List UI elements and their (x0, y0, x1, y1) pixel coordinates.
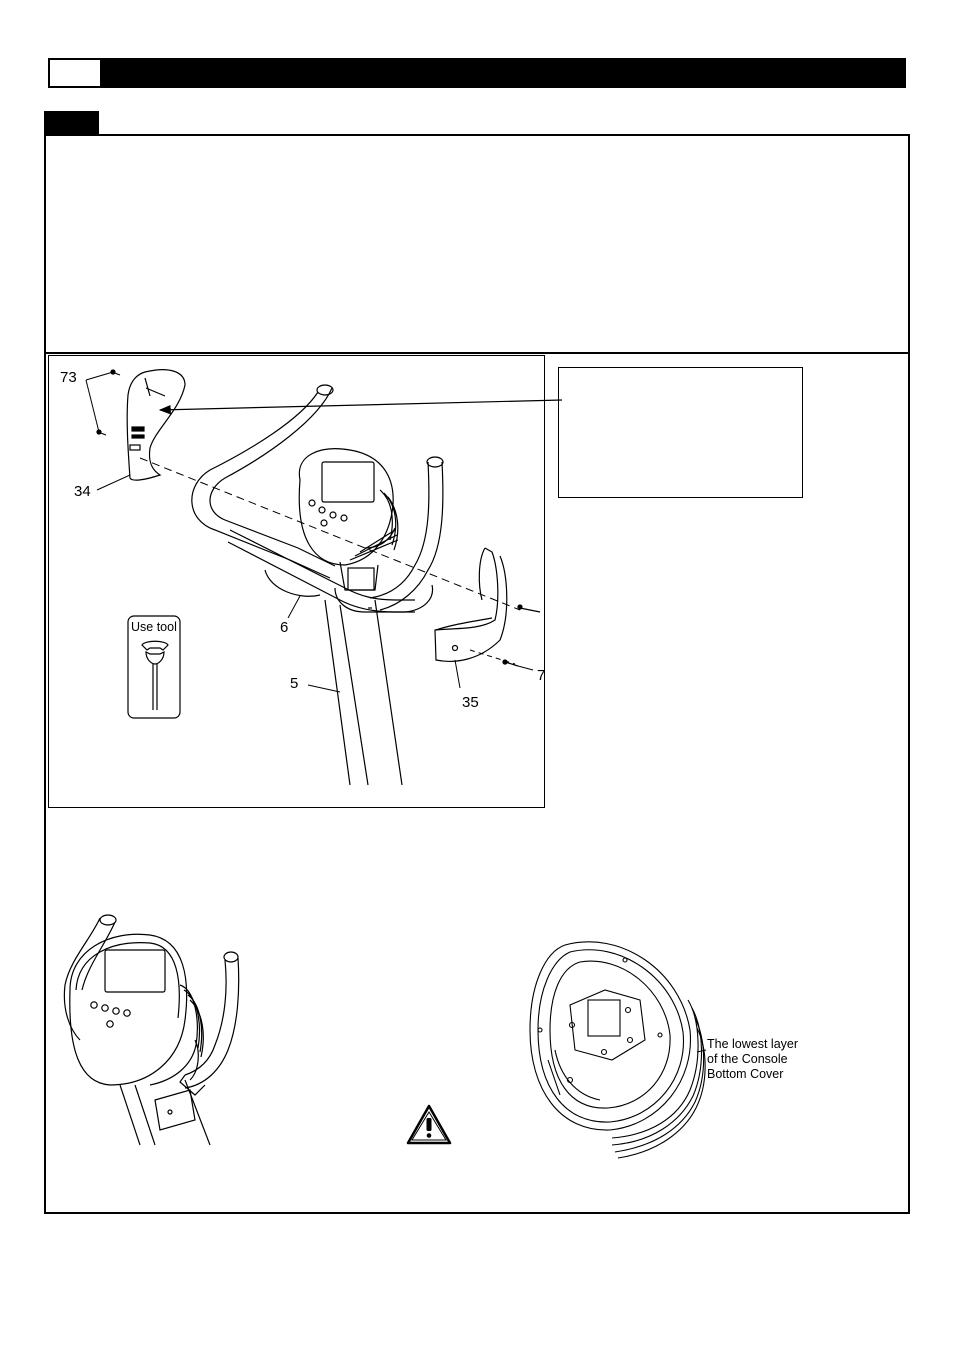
callout-7: 7 (537, 667, 545, 684)
handlebar-assembly-drawing (96, 369, 541, 786)
section-header-bar (102, 58, 906, 88)
callout-73: 73 (60, 369, 77, 386)
note-pointer-arrow (158, 399, 563, 415)
alignment-dashed-line (139, 457, 521, 611)
bottom-cover-label-line2: of the Console (707, 1052, 788, 1066)
bottom-cover-label-line3: Bottom Cover (707, 1067, 783, 1081)
console-bottom-cover-drawing (529, 941, 706, 1159)
assembly-figure-frame (48, 355, 545, 808)
alignment-dashed-line-right (469, 649, 516, 665)
callout-6: 6 (280, 619, 288, 636)
callout-34: 34 (74, 483, 91, 500)
note-box (558, 367, 803, 498)
frame-divider (44, 352, 910, 354)
console-front-drawing (63, 914, 240, 1146)
bottom-cover-leader (696, 1049, 707, 1053)
page-number-box (48, 58, 102, 88)
warning-icon (406, 1104, 452, 1145)
wrench-icon (141, 640, 169, 710)
instruction-frame (44, 134, 910, 1214)
step-tab (44, 111, 99, 135)
leader-lines (85, 371, 534, 693)
tool-tag: Use tool (127, 615, 181, 719)
callout-5: 5 (290, 675, 298, 692)
callout-35: 35 (462, 694, 479, 711)
tool-tag-label: Use tool (131, 620, 177, 634)
bottom-cover-label-line1: The lowest layer (707, 1037, 798, 1051)
